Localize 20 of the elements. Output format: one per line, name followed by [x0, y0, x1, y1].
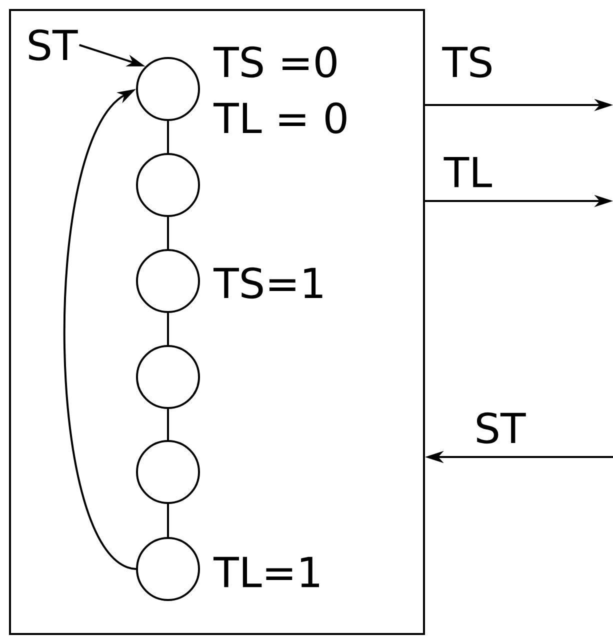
state-circle	[136, 57, 200, 121]
state-label: TS=1	[213, 267, 322, 299]
state-label: TS =0	[213, 46, 336, 78]
signal-label: ST	[28, 29, 78, 61]
connector-line	[167, 217, 169, 249]
state-label: TL=1	[213, 556, 319, 588]
state-circle	[136, 153, 200, 217]
edge-label: TS	[442, 46, 492, 78]
state-circle	[136, 537, 200, 601]
edge-label: ST	[476, 412, 526, 444]
system-box	[9, 9, 425, 635]
state-circle	[136, 249, 200, 313]
connector-line	[167, 504, 169, 537]
connector-line	[167, 313, 169, 345]
state-circle	[136, 345, 200, 409]
state-circle	[136, 440, 200, 504]
edge-label: TL	[444, 156, 492, 188]
connector-line	[167, 409, 169, 440]
state-label: TL = 0	[213, 102, 346, 134]
connector-line	[167, 121, 169, 153]
